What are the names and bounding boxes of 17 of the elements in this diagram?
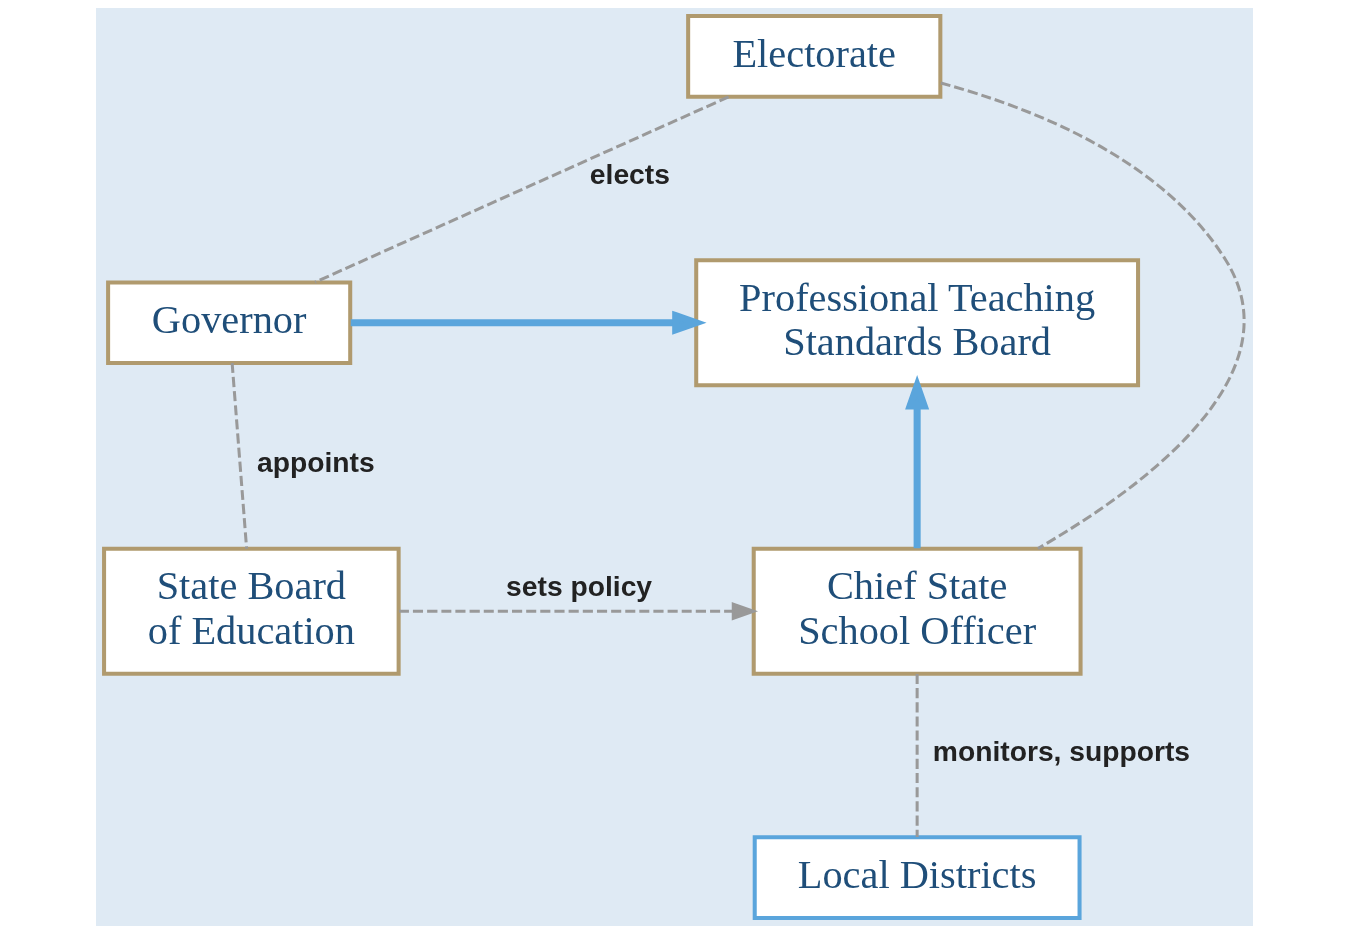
edge-label: monitors, supports xyxy=(932,734,1191,767)
connector xyxy=(915,674,919,837)
edge-label: sets policy xyxy=(506,569,653,602)
node-box: Professional Teaching Standards Board xyxy=(694,258,1141,388)
arrow xyxy=(399,602,759,621)
node-box: Local Districts xyxy=(752,835,1082,920)
connector xyxy=(230,363,249,549)
edge-label: elects xyxy=(589,157,670,190)
connector xyxy=(940,81,1246,550)
node-box: Electorate xyxy=(686,14,943,99)
node-box: Governor xyxy=(106,280,353,366)
node-box: Chief State School Officer xyxy=(751,546,1083,676)
arrow xyxy=(350,310,707,335)
arrow xyxy=(905,375,930,549)
edge-label: appoints xyxy=(256,446,375,479)
connector xyxy=(314,95,730,284)
node-box: State Board of Education xyxy=(102,546,401,676)
